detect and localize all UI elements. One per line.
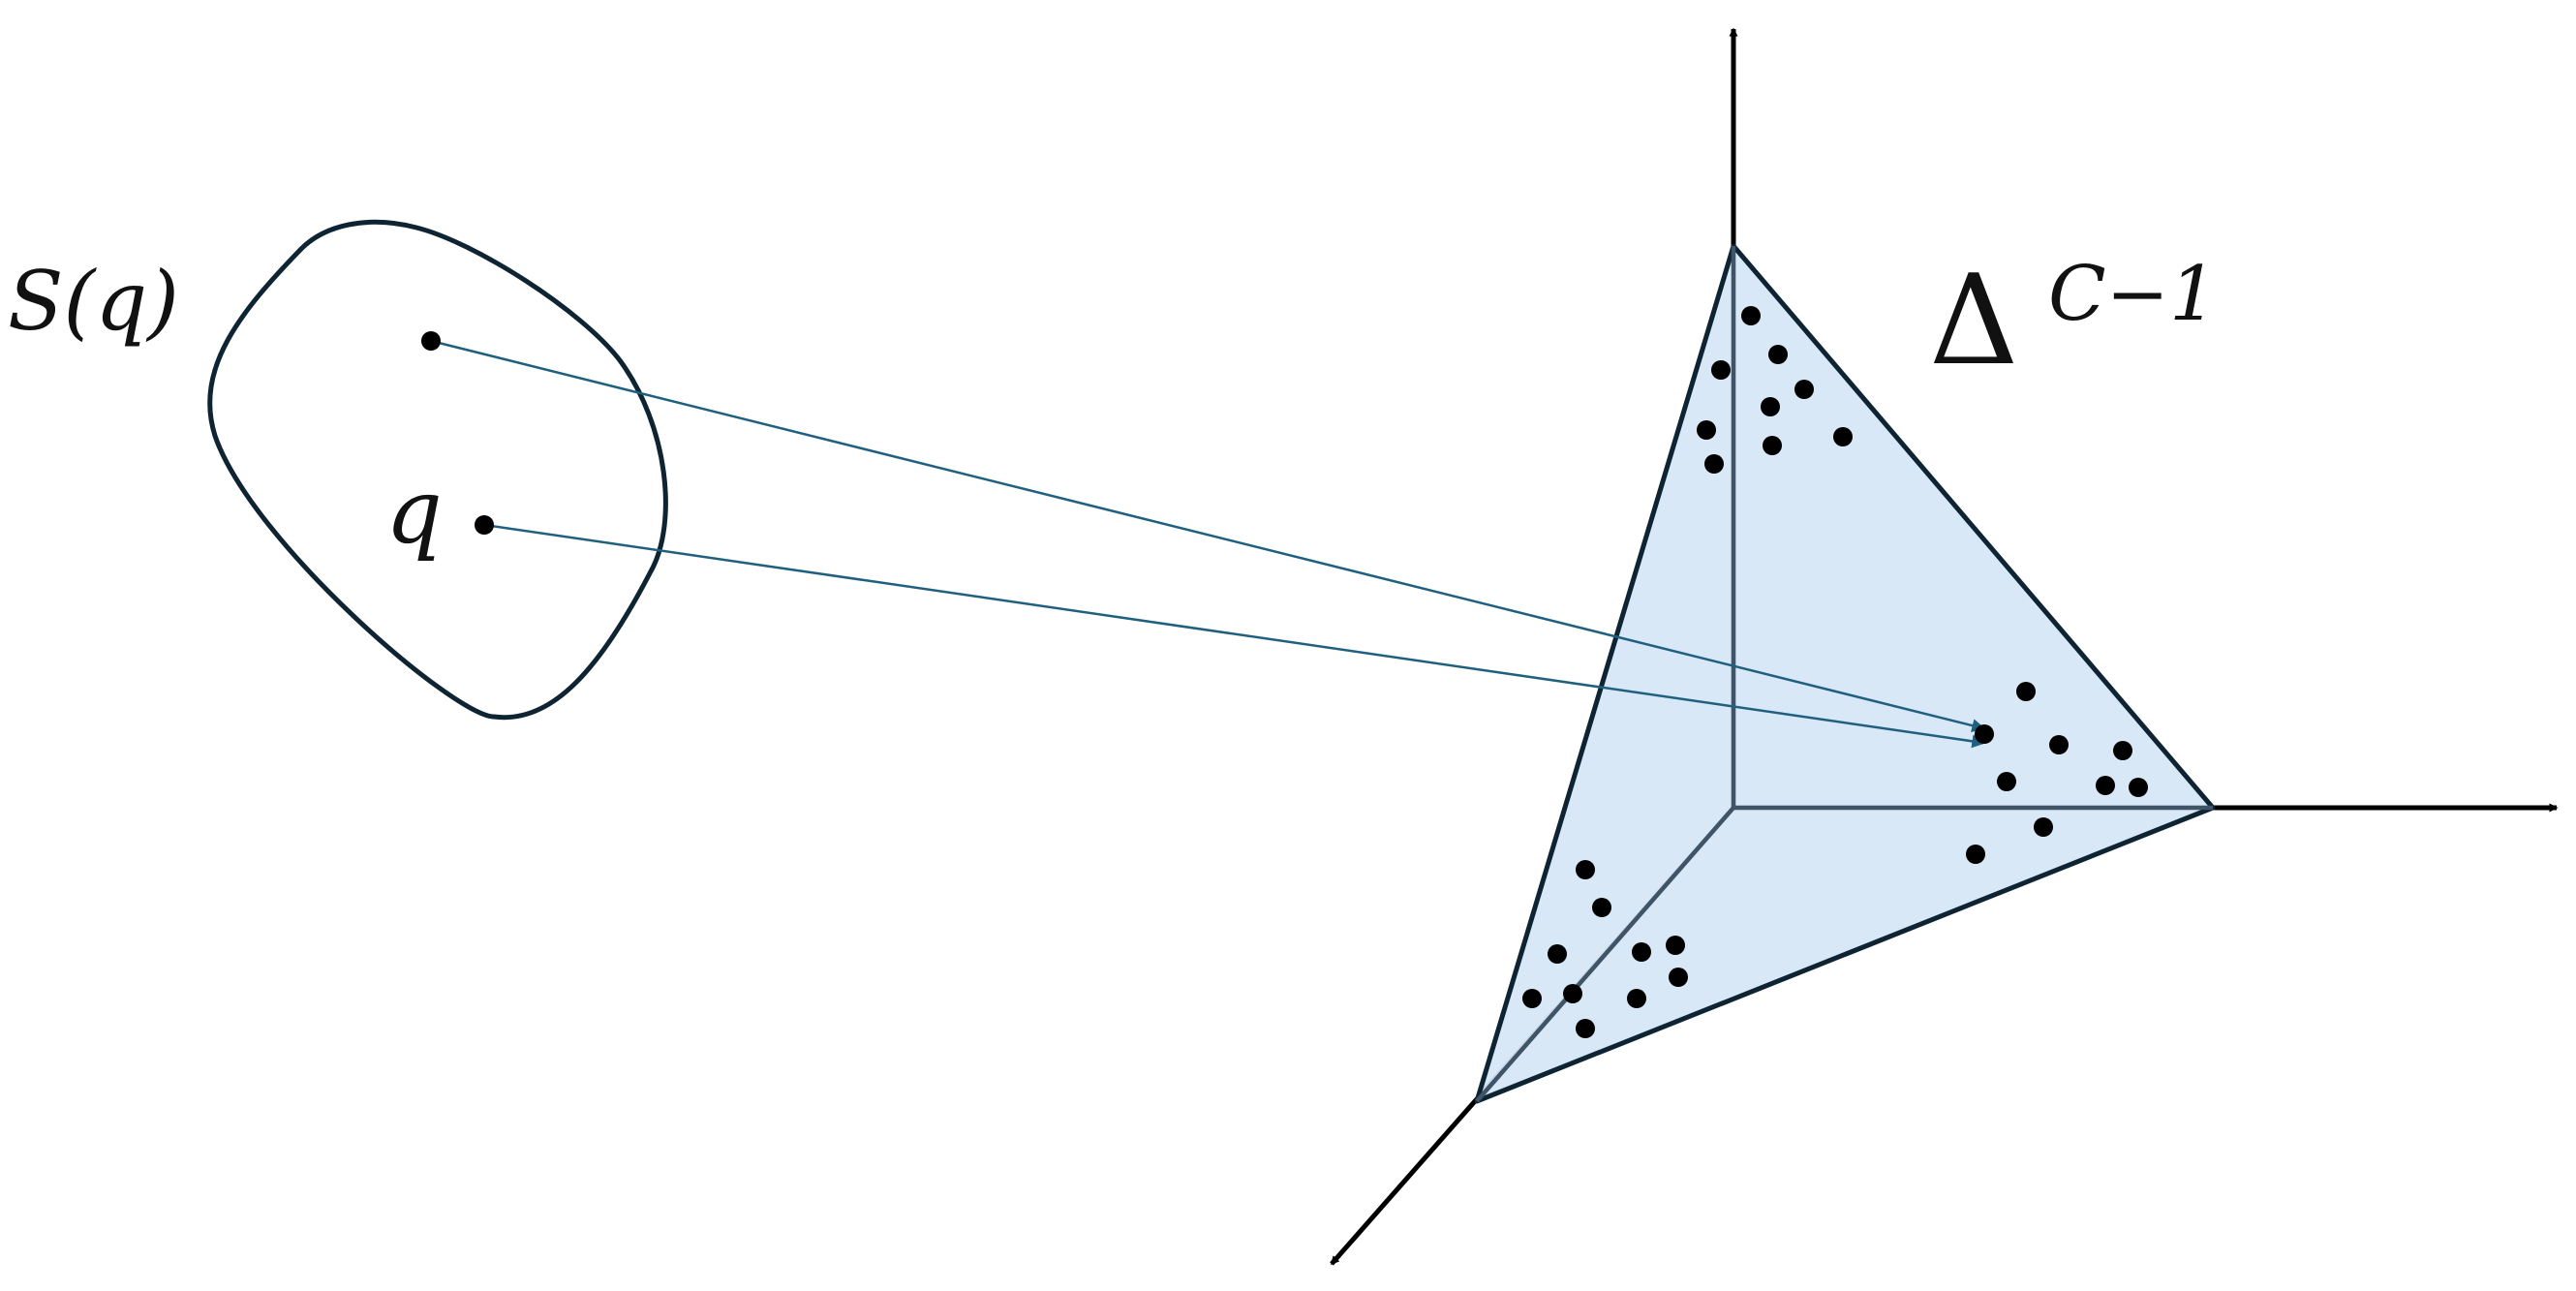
q-label: q: [385, 460, 443, 564]
mapping-arrow-q: [483, 523, 1986, 749]
hidden-axis-segments: [1475, 246, 2213, 1103]
set-label: S(q): [8, 254, 179, 349]
top-vertex-cluster: [1697, 306, 1853, 474]
set-region-outline: [207, 219, 668, 721]
probability-simplex: [1474, 243, 2216, 1104]
right-vertex-cluster: [1966, 682, 2148, 864]
simplex-superscript: C−1: [2048, 251, 2218, 338]
set-sample-point: [421, 331, 441, 351]
mapping-arrow-set-point: [430, 339, 1986, 732]
bottom-vertex-cluster: [1522, 860, 1688, 1038]
simplex-symbol: Δ: [1929, 249, 2018, 393]
mapping-arrows: [430, 339, 1986, 749]
q-point: [475, 515, 494, 535]
